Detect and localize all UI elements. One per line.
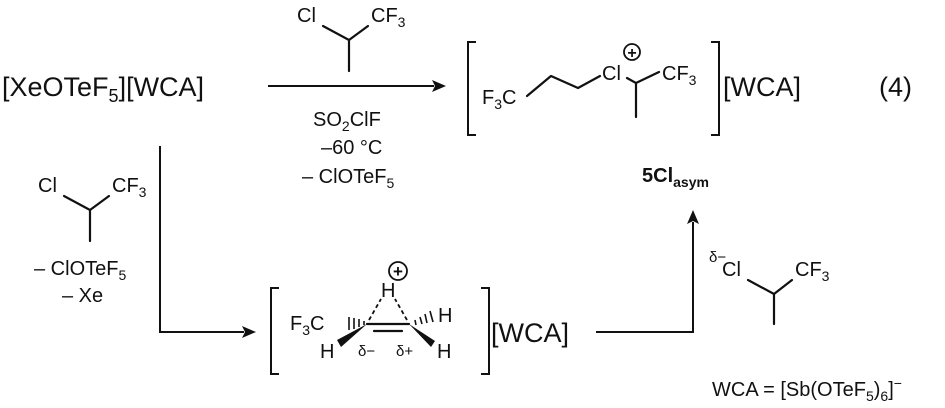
product-anion: [WCA] bbox=[723, 72, 801, 102]
product-f3c: F3C bbox=[482, 87, 516, 112]
top-alkane-cl: Cl bbox=[297, 5, 316, 27]
right-alkane-cl: Cl bbox=[722, 259, 741, 281]
right-reaction-arrow bbox=[596, 210, 699, 333]
top-alkane-structure: Cl CF3 bbox=[297, 5, 406, 73]
conditions-temperature: –60 °C bbox=[321, 137, 382, 159]
product-left-bracket bbox=[467, 41, 476, 136]
right-alkane-structure: δ− Cl CF3 bbox=[709, 249, 830, 326]
intermediate-hashed-wedge-right bbox=[414, 310, 434, 326]
intermediate-dashed-bonds bbox=[368, 298, 408, 321]
left-alkane-cl: Cl bbox=[38, 175, 57, 197]
product-plus-circle bbox=[623, 43, 641, 61]
left-alkane-structure: Cl CF3 bbox=[38, 175, 147, 243]
right-alkane-delta: δ− bbox=[709, 249, 726, 266]
equation-number: (4) bbox=[879, 72, 912, 102]
product-right-bracket bbox=[711, 41, 720, 136]
starting-reagent: [XeOTeF5][WCA] bbox=[2, 72, 204, 106]
intermediate-plus-sign: + bbox=[393, 262, 403, 281]
intermediate-plus-circle bbox=[388, 261, 408, 281]
intermediate-hashed-wedge-left bbox=[348, 317, 365, 330]
intermediate-h-right-bottom: H bbox=[437, 341, 451, 363]
right-alkane-bonds bbox=[746, 278, 794, 326]
intermediate-h-left-bottom: H bbox=[320, 341, 334, 363]
intermediate-h-right-top: H bbox=[438, 305, 452, 327]
product-chain-bonds bbox=[525, 74, 602, 98]
conditions-byproduct: – ClOTeF5 bbox=[302, 166, 394, 191]
product-label: 5Clasym bbox=[642, 165, 709, 190]
product-complex: F3C Cl + CF3 [WCA] bbox=[467, 41, 801, 136]
left-alkane-bonds bbox=[62, 194, 111, 243]
intermediate-h-top: H bbox=[381, 280, 395, 302]
intermediate-right-bracket bbox=[481, 287, 490, 375]
product-cf3: CF3 bbox=[662, 63, 697, 88]
wca-legend: WCA = [Sb(OTeF5)6]− bbox=[712, 375, 902, 404]
product-cl: Cl bbox=[602, 63, 621, 85]
product-methyl-bonds bbox=[625, 70, 661, 119]
top-reaction-arrow bbox=[268, 80, 446, 92]
intermediate-delta-plus: δ+ bbox=[396, 343, 413, 360]
left-alkane-cf3: CF3 bbox=[112, 175, 147, 200]
intermediate-left-bracket bbox=[270, 287, 279, 375]
right-alkane-cf3: CF3 bbox=[795, 259, 830, 284]
intermediate-anion: [WCA] bbox=[491, 318, 569, 348]
intermediate-delta-minus: δ− bbox=[358, 343, 375, 360]
top-alkane-bonds bbox=[321, 24, 370, 73]
intermediate-wedge-right bbox=[409, 324, 435, 347]
intermediate-complex: F3C H + H H H δ− δ+ [W bbox=[270, 261, 569, 375]
intermediate-wedge-left bbox=[337, 324, 367, 347]
top-alkane-cf3: CF3 bbox=[371, 5, 406, 30]
lower-byproduct: – ClOTeF5 bbox=[34, 258, 126, 283]
intermediate-f3c: F3C bbox=[290, 313, 324, 338]
conditions-solvent: SO2ClF bbox=[313, 109, 381, 134]
lower-xenon: – Xe bbox=[62, 285, 103, 307]
product-plus-sign: + bbox=[627, 45, 636, 62]
lower-reaction-arrow bbox=[159, 146, 256, 338]
